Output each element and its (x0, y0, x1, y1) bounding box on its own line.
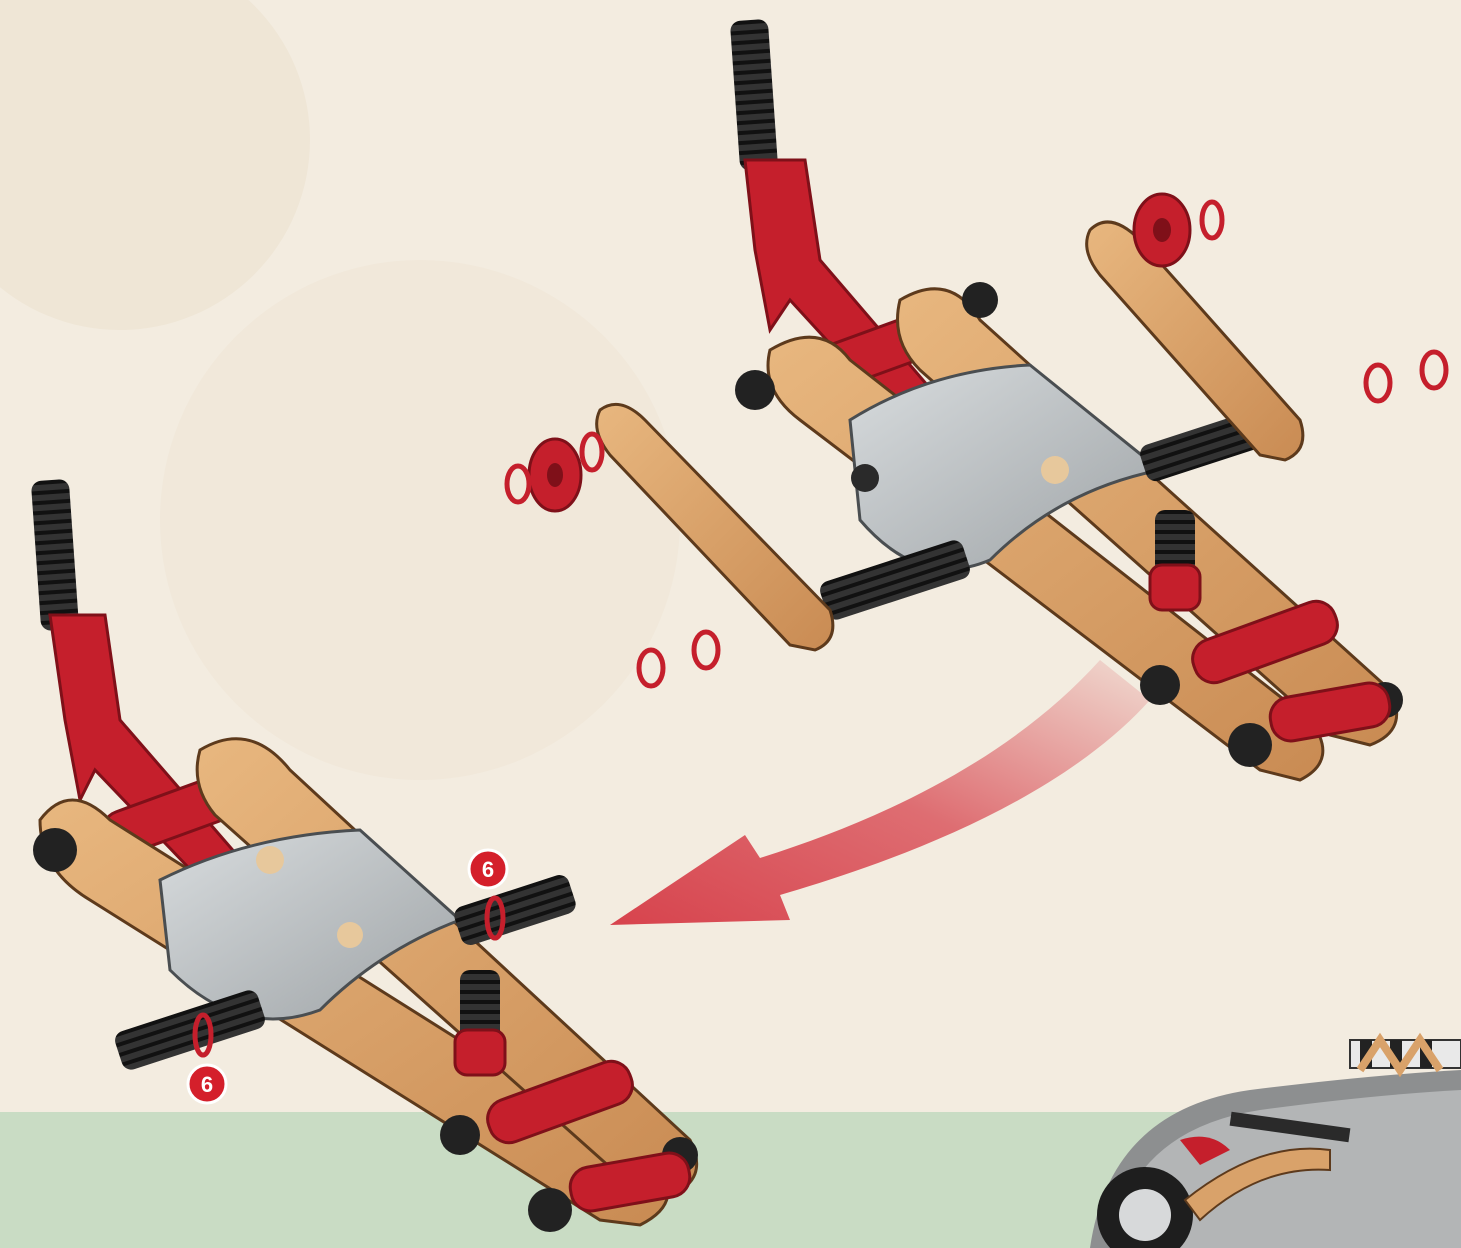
step-badge-bottom: 6 (188, 1065, 226, 1103)
red-collar-right (1134, 194, 1190, 266)
step-badge-top-label: 6 (482, 857, 494, 882)
step-badge-top: 6 (469, 850, 507, 888)
step-badge-bottom-label: 6 (201, 1072, 213, 1097)
red-collar-left (529, 439, 581, 511)
